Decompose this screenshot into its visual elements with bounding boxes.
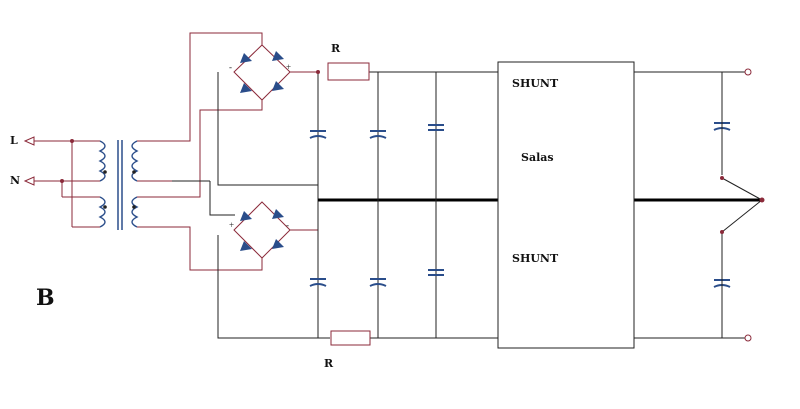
- center-label: Salas: [521, 151, 554, 164]
- resistor-top: [327, 62, 370, 81]
- bridge-rectifier-bottom: + -: [229, 201, 318, 259]
- svg-text:-: -: [229, 62, 232, 72]
- output-terminal-top: [744, 68, 752, 76]
- svg-text:-: -: [286, 220, 289, 230]
- resistor-bottom-label: R: [324, 357, 334, 370]
- resistor-top-label: R: [331, 42, 341, 55]
- terminal-l-arrow: [23, 136, 35, 146]
- input-neutral-label: N: [10, 174, 21, 187]
- output-section: [720, 68, 765, 342]
- transformer: [98, 140, 139, 230]
- svg-text:+: +: [229, 220, 234, 230]
- resistor-bottom: [330, 330, 371, 346]
- input-terminals: [23, 136, 100, 228]
- input-live-label: L: [10, 134, 18, 147]
- capacitors: [309, 72, 731, 338]
- svg-text:+: +: [286, 62, 291, 72]
- figure-letter: B: [36, 285, 55, 311]
- shunt-top-label: SHUNT: [512, 77, 559, 90]
- bridge-rectifier-top: - +: [229, 44, 318, 101]
- shunt-block: [497, 61, 635, 349]
- shunt-bottom-label: SHUNT: [512, 252, 559, 265]
- terminal-n-arrow: [23, 176, 35, 186]
- output-terminal-bottom: [744, 334, 752, 342]
- secondary-wiring: [137, 32, 330, 339]
